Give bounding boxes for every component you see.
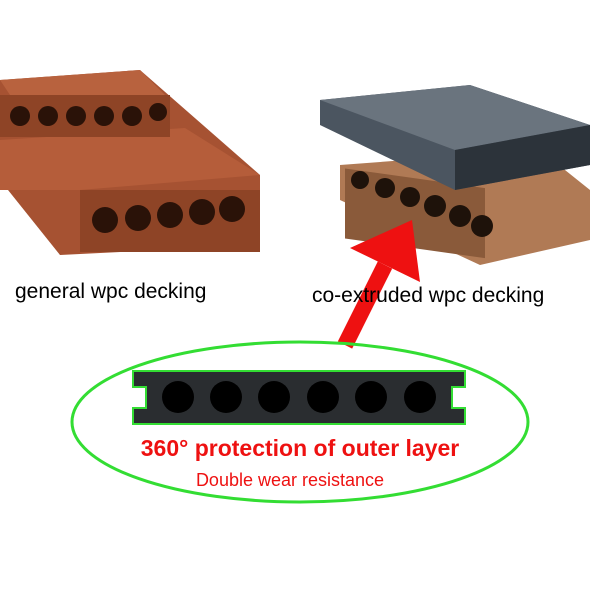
highlight-ellipse	[70, 340, 530, 504]
headline: 360° protection of outer layer	[140, 435, 460, 461]
general-wpc-decking-image	[0, 70, 260, 255]
co-extruded-decking-label: co-extruded wpc decking	[312, 284, 545, 307]
board-cross-section	[132, 370, 466, 425]
general-decking-label: general wpc decking	[15, 280, 207, 303]
subline: Double wear resistance	[195, 470, 385, 490]
co-extruded-wpc-decking-image	[320, 85, 590, 265]
red-arrow-icon	[337, 220, 420, 349]
